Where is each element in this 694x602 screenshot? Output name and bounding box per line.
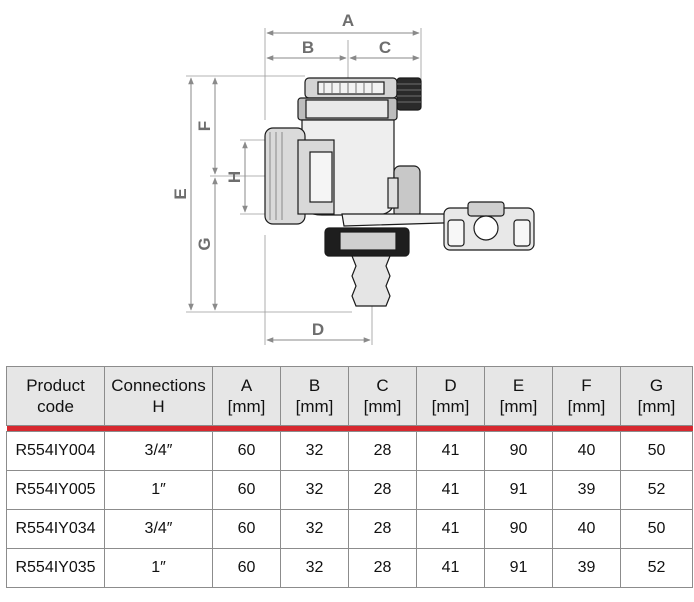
dim-label-e: E: [171, 188, 190, 199]
cell-d: 41: [416, 470, 485, 510]
cell-d: 41: [416, 509, 485, 549]
cell-product-code: R554IY034: [6, 509, 105, 549]
header-a: A[mm]: [212, 366, 281, 426]
cell-connection: 3/4″: [104, 431, 213, 471]
header-g: G[mm]: [620, 366, 693, 426]
cell-b: 32: [280, 431, 349, 471]
cell-f: 39: [552, 470, 621, 510]
dim-label-g: G: [195, 237, 214, 250]
cell-b: 32: [280, 548, 349, 588]
dim-label-c: C: [379, 38, 391, 57]
cell-e: 91: [484, 548, 553, 588]
cell-b: 32: [280, 509, 349, 549]
dim-label-h: H: [225, 171, 244, 183]
cell-c: 28: [348, 470, 417, 510]
cell-e: 90: [484, 431, 553, 471]
cell-d: 41: [416, 431, 485, 471]
cell-connection: 1″: [104, 470, 213, 510]
cell-a: 60: [212, 548, 281, 588]
cell-c: 28: [348, 548, 417, 588]
dim-label-f: F: [195, 121, 214, 131]
cell-e: 90: [484, 509, 553, 549]
cell-e: 91: [484, 470, 553, 510]
cell-g: 52: [620, 548, 693, 588]
header-b: B[mm]: [280, 366, 349, 426]
cell-b: 32: [280, 470, 349, 510]
technical-drawing: A B C D E F G H: [171, 11, 535, 345]
dim-label-d: D: [312, 320, 324, 339]
cell-connection: 3/4″: [104, 509, 213, 549]
cell-product-code: R554IY005: [6, 470, 105, 510]
cell-c: 28: [348, 509, 417, 549]
cell-c: 28: [348, 431, 417, 471]
header-c: C[mm]: [348, 366, 417, 426]
header-d: D[mm]: [416, 366, 485, 426]
dim-label-a: A: [342, 11, 354, 30]
cell-f: 40: [552, 509, 621, 549]
cell-g: 50: [620, 509, 693, 549]
cell-connection: 1″: [104, 548, 213, 588]
cell-g: 50: [620, 431, 693, 471]
cell-f: 40: [552, 431, 621, 471]
dimension-lines: [188, 30, 420, 343]
cell-d: 41: [416, 548, 485, 588]
header-f: F[mm]: [552, 366, 621, 426]
cell-a: 60: [212, 431, 281, 471]
cell-f: 39: [552, 548, 621, 588]
header-e: E[mm]: [484, 366, 553, 426]
cell-a: 60: [212, 509, 281, 549]
cell-a: 60: [212, 470, 281, 510]
valve-illustration: [264, 77, 535, 307]
cell-g: 52: [620, 470, 693, 510]
cell-product-code: R554IY035: [6, 548, 105, 588]
cell-product-code: R554IY004: [6, 431, 105, 471]
dim-label-b: B: [302, 38, 314, 57]
